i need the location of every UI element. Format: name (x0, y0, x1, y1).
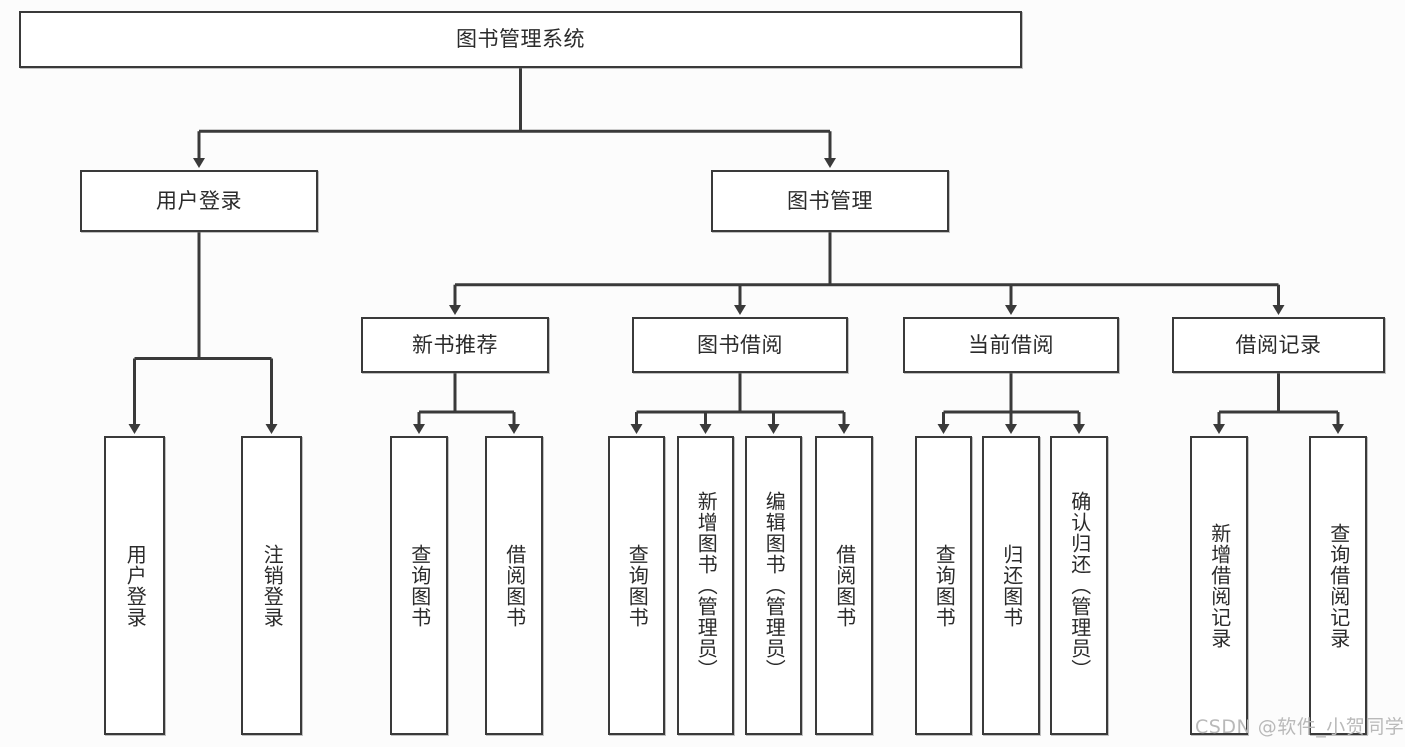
node-leaf-edit-book[interactable]: 编辑图书（管理员） (745, 436, 802, 735)
node-leaf-query-book-2-label: 查询图书 (625, 543, 650, 628)
node-leaf-add-book-label: 新增图书（管理员） (694, 491, 719, 680)
node-book-manage[interactable]: 图书管理 (711, 170, 949, 232)
node-leaf-confirm-return[interactable]: 确认归还（管理员） (1050, 436, 1108, 735)
node-leaf-logout-label: 注销登录 (260, 543, 285, 628)
node-leaf-query-book-3[interactable]: 查询图书 (915, 436, 972, 735)
node-user-login-label: 用户登录 (156, 188, 242, 213)
node-leaf-return-book-label: 归还图书 (999, 543, 1024, 628)
node-leaf-borrow-book-2-label: 借阅图书 (832, 543, 857, 628)
node-leaf-borrow-book-1[interactable]: 借阅图书 (485, 436, 543, 735)
node-book-manage-label: 图书管理 (787, 188, 873, 213)
node-leaf-add-record-label: 新增借阅记录 (1207, 522, 1232, 649)
node-new-book-rec-label: 新书推荐 (412, 332, 498, 357)
node-book-borrow[interactable]: 图书借阅 (632, 317, 848, 373)
node-leaf-query-book-2[interactable]: 查询图书 (608, 436, 665, 735)
node-leaf-borrow-book-2[interactable]: 借阅图书 (815, 436, 873, 735)
node-borrow-record-label: 借阅记录 (1235, 332, 1322, 357)
node-leaf-return-book[interactable]: 归还图书 (982, 436, 1040, 735)
node-leaf-user-login[interactable]: 用户登录 (104, 436, 165, 735)
node-leaf-query-record-label: 查询借阅记录 (1326, 522, 1351, 649)
node-borrow-record[interactable]: 借阅记录 (1172, 317, 1385, 373)
node-leaf-add-record[interactable]: 新增借阅记录 (1190, 436, 1248, 735)
node-root-label: 图书管理系统 (456, 27, 585, 52)
node-user-login[interactable]: 用户登录 (80, 170, 318, 232)
node-book-borrow-label: 图书借阅 (697, 332, 783, 357)
node-current-borrow[interactable]: 当前借阅 (903, 317, 1119, 373)
node-leaf-query-record[interactable]: 查询借阅记录 (1309, 436, 1367, 735)
node-leaf-logout[interactable]: 注销登录 (241, 436, 302, 735)
node-leaf-confirm-return-label: 确认归还（管理员） (1067, 491, 1092, 680)
node-leaf-user-login-label: 用户登录 (123, 543, 148, 628)
node-leaf-add-book[interactable]: 新增图书（管理员） (677, 436, 734, 735)
node-new-book-rec[interactable]: 新书推荐 (361, 317, 549, 373)
node-leaf-query-book-1[interactable]: 查询图书 (390, 436, 448, 735)
node-leaf-query-book-1-label: 查询图书 (407, 543, 432, 628)
node-root[interactable]: 图书管理系统 (19, 11, 1022, 68)
node-leaf-query-book-3-label: 查询图书 (932, 543, 957, 628)
node-current-borrow-label: 当前借阅 (968, 332, 1054, 357)
node-leaf-edit-book-label: 编辑图书（管理员） (762, 491, 787, 680)
node-leaf-borrow-book-1-label: 借阅图书 (502, 543, 527, 628)
